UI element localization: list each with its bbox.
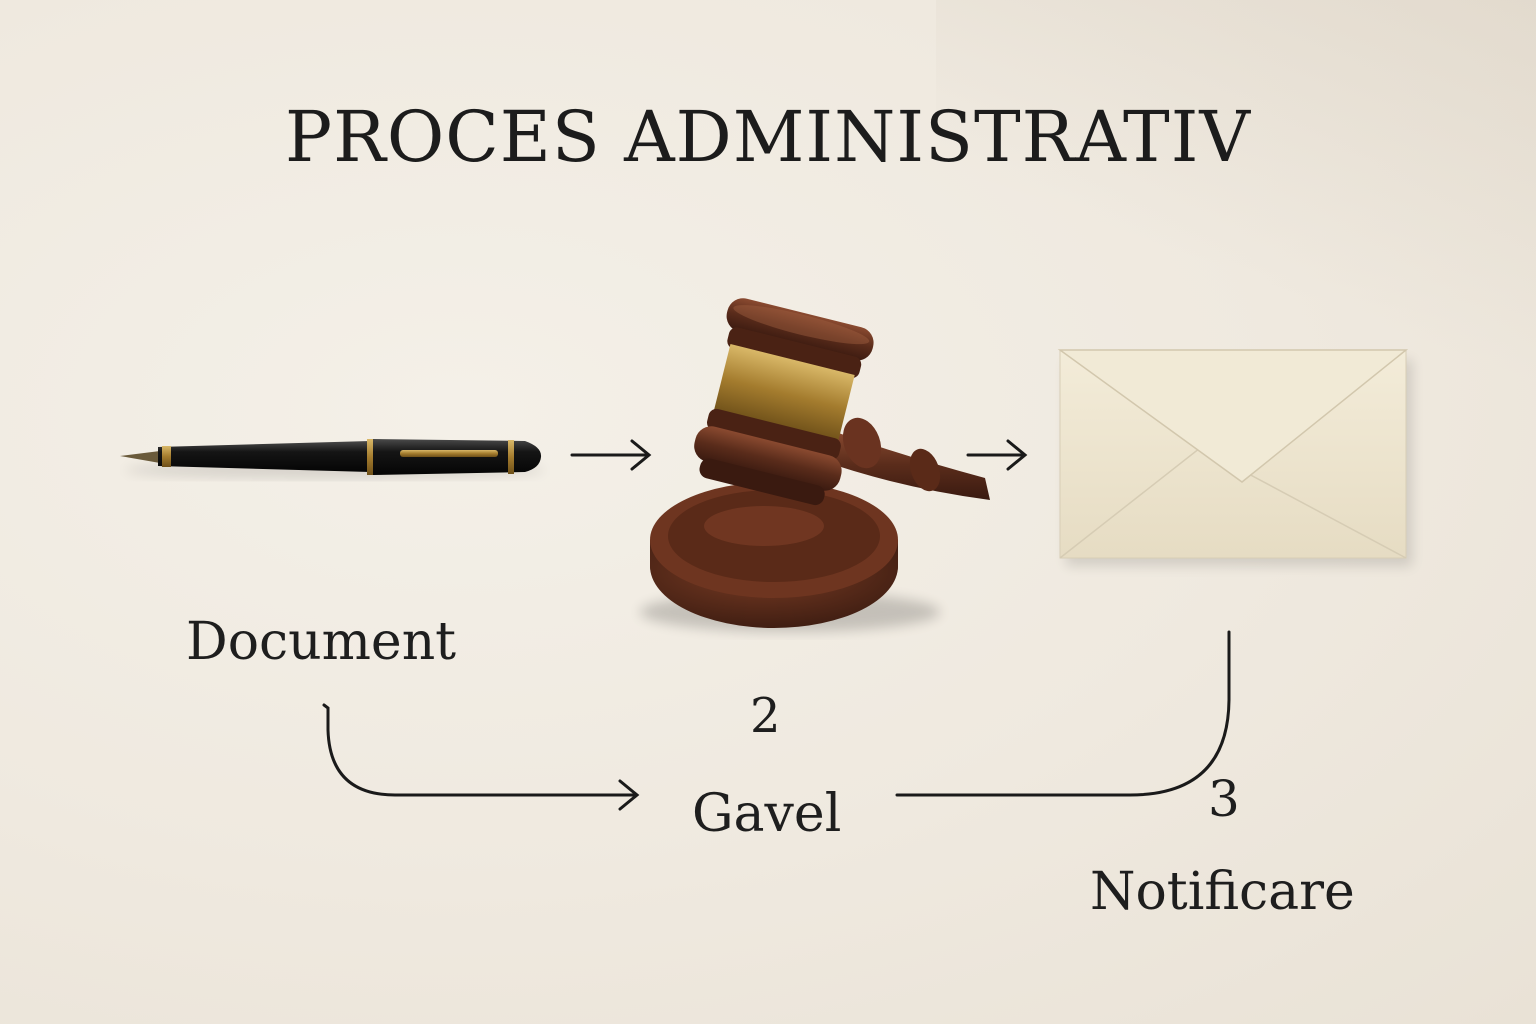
arrow-gavel-to-envelope <box>966 439 1028 471</box>
connector-document-to-gavel <box>322 703 640 811</box>
connector-gavel-to-notification <box>895 630 1231 797</box>
page-title: PROCES ADMINISTRATIV <box>285 96 1251 178</box>
envelope-icon <box>1057 349 1412 566</box>
arrow-pen-to-gavel <box>570 439 652 471</box>
step-label-notification: Notificare <box>1090 862 1355 922</box>
step-number-2: 2 <box>750 688 781 744</box>
step-label-gavel: Gavel <box>692 784 842 844</box>
step-label-document: Document <box>186 612 457 672</box>
pen-icon <box>120 439 545 478</box>
gavel-icon <box>640 298 990 632</box>
step-number-3: 3 <box>1208 770 1240 828</box>
